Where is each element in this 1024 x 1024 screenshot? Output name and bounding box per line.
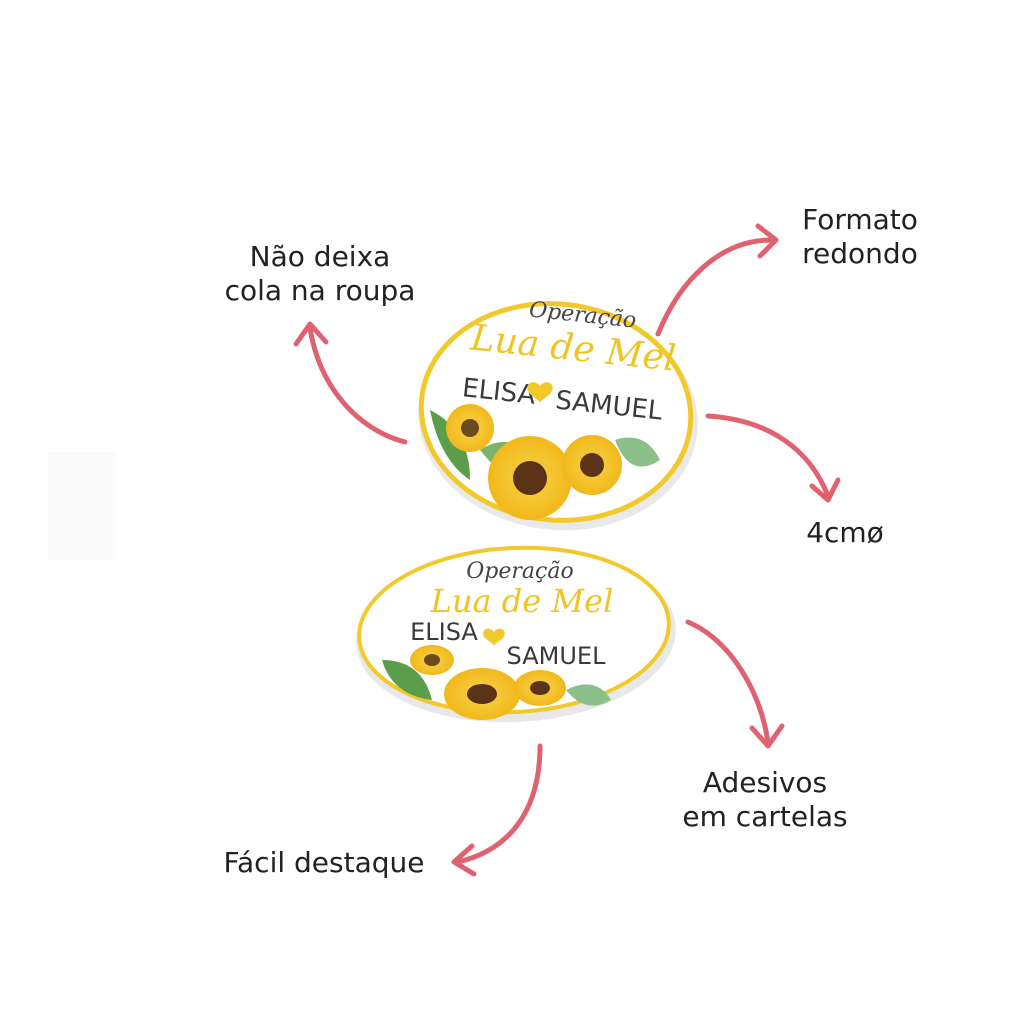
leaf-icon: [382, 660, 432, 700]
callout-line: Adesivos: [702, 766, 828, 799]
arrow-icon: [451, 743, 543, 877]
callout-nao-deixa-cola: Não deixa cola na roupa: [200, 240, 440, 308]
background-block: [48, 452, 116, 560]
leaf-icon: [566, 684, 611, 706]
callout-adesivos: Adesivos em cartelas: [660, 766, 870, 834]
callout-line: em cartelas: [682, 800, 848, 833]
callout-line: redondo: [802, 237, 918, 270]
sticker-bottom-line1: Operação: [466, 559, 573, 584]
callout-facil-destaque: Fácil destaque: [196, 846, 452, 880]
heart-icon: [483, 628, 505, 645]
sunflower-icon: [446, 404, 494, 452]
sunflower-icon: [562, 435, 622, 495]
sunflower-icon: [410, 645, 454, 675]
sticker-bottom-name1: ELISA: [410, 618, 478, 646]
sticker-bottom-line2: Lua de Mel: [430, 582, 614, 620]
callout-line: cola na roupa: [224, 274, 416, 307]
callout-formato-redondo: Formato redondo: [780, 203, 940, 271]
callout-line: Formato: [802, 203, 918, 236]
arrow-icon: [655, 223, 779, 337]
sticker-bottom: Operação Lua de Mel ELISA SAMUEL: [356, 545, 676, 723]
sunflower-icon: [488, 436, 572, 520]
callout-line: Não deixa: [249, 240, 391, 273]
leaf-icon: [430, 410, 470, 480]
callout-diameter: 4cmø: [790, 516, 900, 550]
callout-line: 4cmø: [806, 516, 884, 549]
sunflower-icon: [514, 670, 566, 706]
arrow-icon: [293, 321, 408, 445]
leaf-icon: [615, 437, 660, 467]
sticker-top-ring: [418, 301, 694, 523]
callout-line: Fácil destaque: [223, 846, 425, 879]
arrow-icon: [705, 413, 841, 503]
sticker-top: Operação Lua de Mel ELISA SAMUEL: [418, 297, 698, 531]
sticker-bottom-name2: SAMUEL: [507, 642, 607, 670]
sunflower-icon: [444, 668, 520, 720]
arrow-icon: [685, 619, 785, 749]
heart-icon: [527, 382, 553, 402]
